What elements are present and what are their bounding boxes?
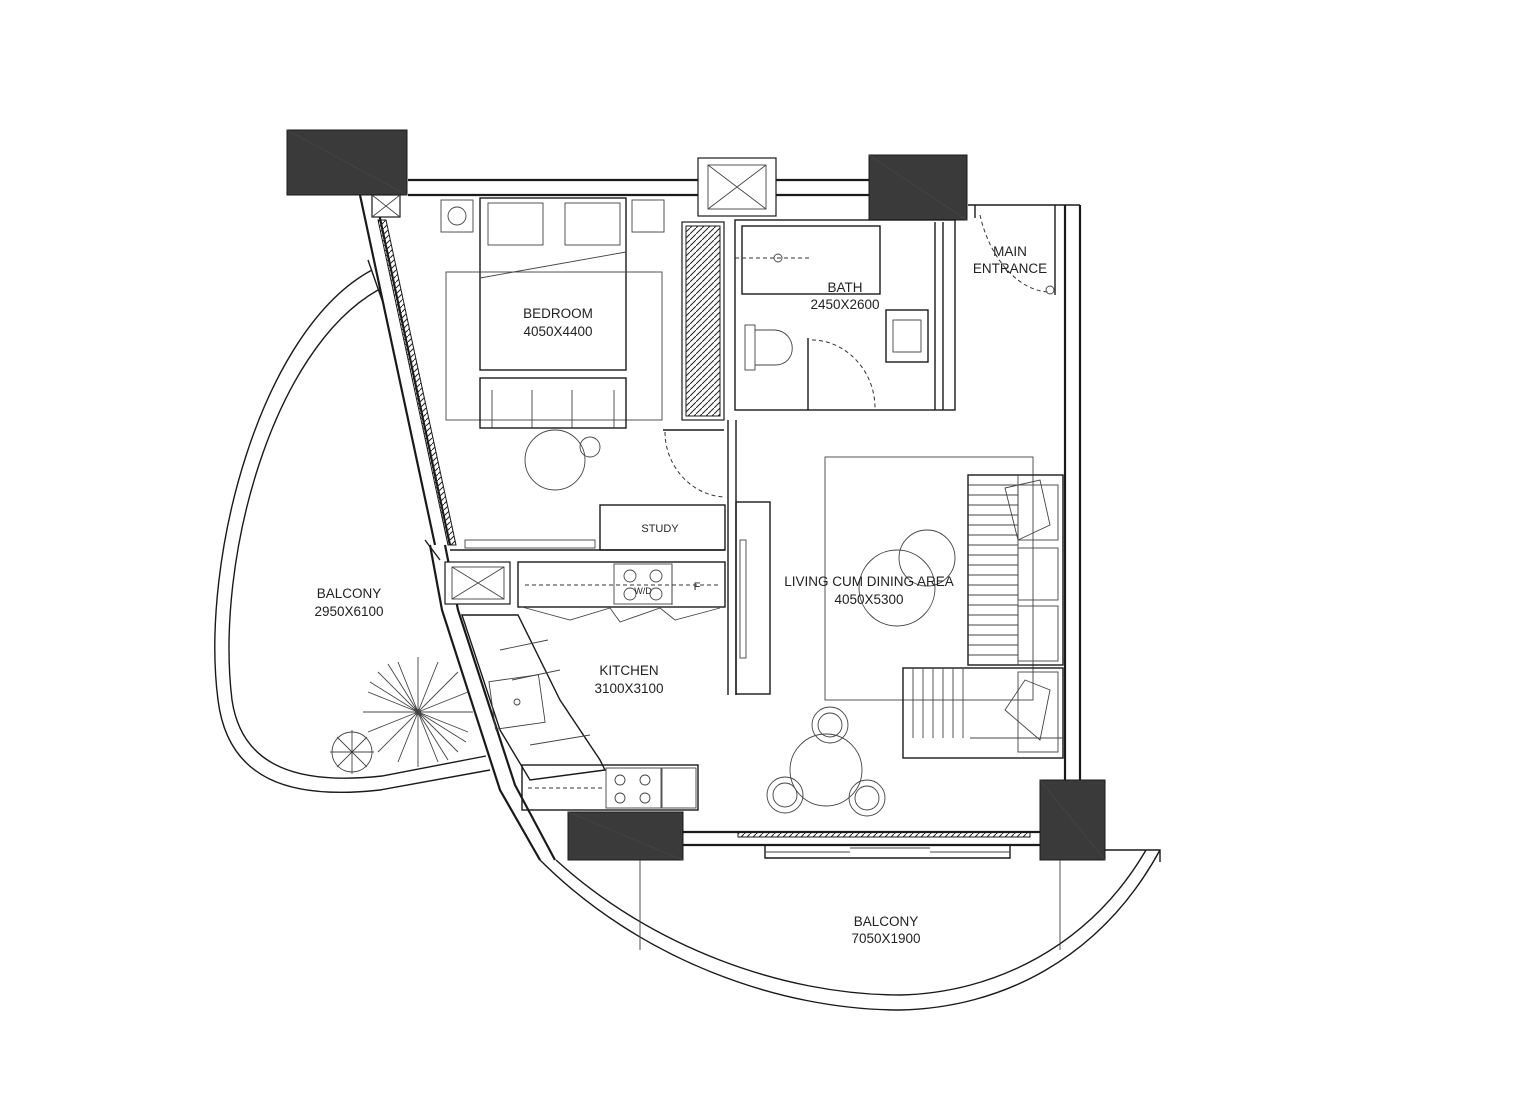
bedroom-size: 4050X4400 bbox=[523, 324, 592, 339]
shaft-top bbox=[697, 157, 777, 217]
living-name: LIVING CUM DINING AREA bbox=[784, 574, 954, 589]
bath-area bbox=[734, 219, 956, 411]
balcony-front bbox=[539, 831, 1161, 1011]
column-top-right bbox=[868, 154, 968, 221]
living-area bbox=[766, 456, 1064, 817]
column-bottom-mid bbox=[567, 811, 684, 861]
bedroom-name: BEDROOM bbox=[523, 306, 593, 321]
kitchen-size: 3100X3100 bbox=[594, 681, 663, 696]
balcony-side-name: BALCONY bbox=[317, 586, 382, 601]
entrance-line-2: ENTRANCE bbox=[973, 261, 1047, 276]
balcony-side-size: 2950X6100 bbox=[314, 604, 383, 619]
wm-label: W/D bbox=[634, 586, 652, 596]
bath-name: BATH bbox=[827, 280, 862, 295]
balcony-front-name: BALCONY bbox=[854, 914, 919, 929]
shaft-small bbox=[371, 194, 401, 218]
fridge-label: F bbox=[694, 581, 701, 593]
study-label: STUDY bbox=[641, 523, 679, 535]
living-size: 4050X5300 bbox=[834, 592, 903, 607]
column-bottom-right bbox=[1039, 779, 1106, 861]
dining-table-set bbox=[766, 706, 886, 817]
entrance-area bbox=[974, 205, 1056, 295]
kitchen-name: KITCHEN bbox=[599, 663, 658, 678]
kitchen-area bbox=[461, 501, 771, 811]
room-labels: BEDROOM 4050X4400 BATH 2450X2600 MAIN EN… bbox=[314, 244, 1047, 946]
balcony-side bbox=[214, 259, 491, 793]
bedroom-area bbox=[440, 197, 737, 695]
bath-size: 2450X2600 bbox=[810, 297, 879, 312]
plant-large bbox=[363, 657, 473, 767]
entrance-line-1: MAIN bbox=[993, 244, 1027, 259]
shaft-kitchen bbox=[444, 561, 511, 605]
outer-walls bbox=[358, 178, 1082, 861]
column-top-left bbox=[286, 129, 408, 196]
balcony-front-size: 7050X1900 bbox=[851, 931, 920, 946]
plant-small bbox=[330, 730, 374, 774]
structural-columns bbox=[286, 129, 1106, 861]
